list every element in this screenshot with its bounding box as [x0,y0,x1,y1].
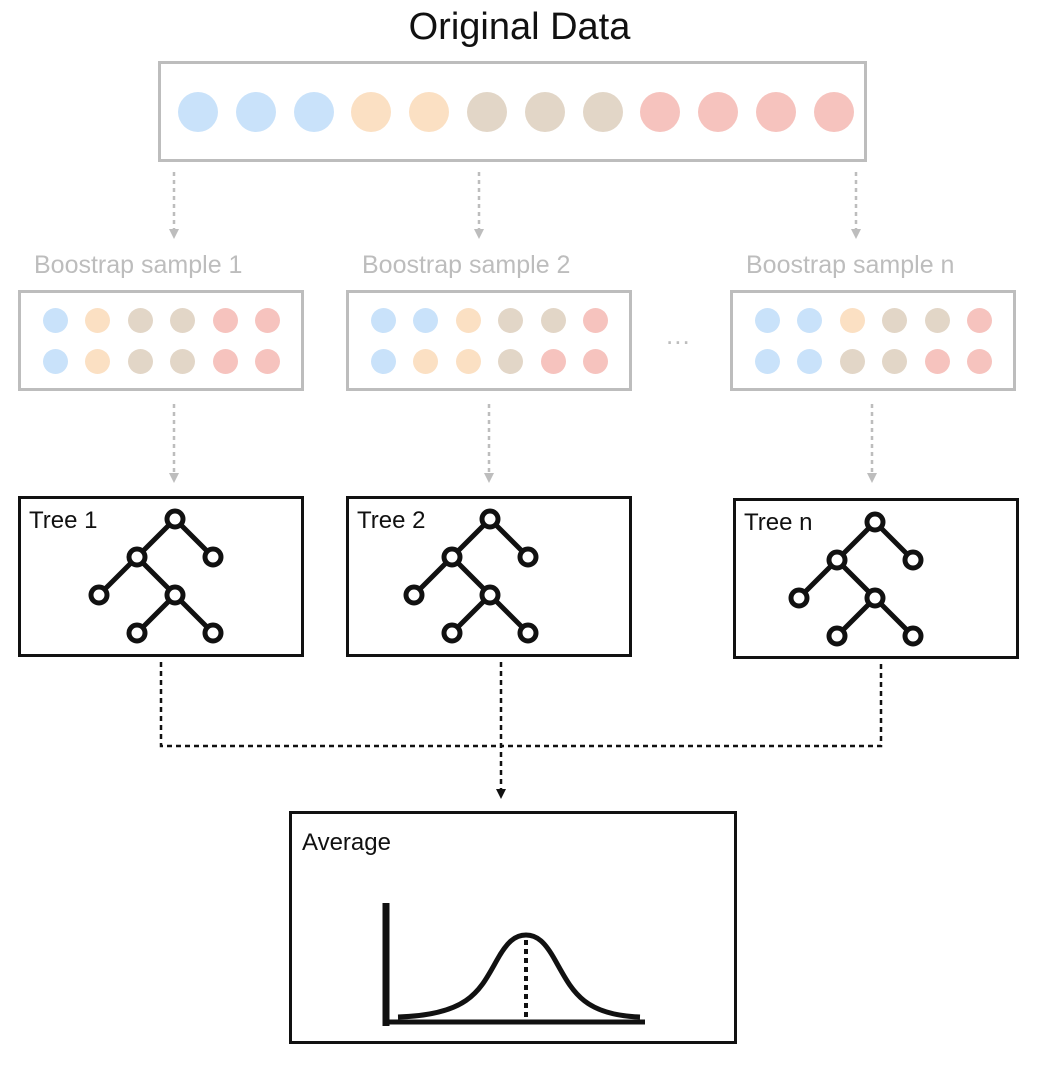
data-point-tan [924,308,950,333]
data-point-red [966,308,992,333]
data-point-red [254,308,280,333]
tree-1-icon [91,511,221,641]
data-point-blue [293,92,334,132]
data-point-tan [466,92,507,132]
data-point-blue [797,308,823,333]
tree-label-1: Tree 1 [29,507,98,534]
data-point-blue [797,349,823,374]
average-label: Average [302,829,391,856]
page-title: Original Data [408,6,631,48]
data-point-blue [755,349,780,374]
tree-2-icon [406,511,536,641]
data-point-tan [498,308,524,333]
data-point-blue [371,349,396,374]
original-data-box [158,61,867,162]
sample-label-1: Boostrap sample 1 [34,251,243,279]
data-point-orange [455,308,481,333]
sample-box-n [730,290,1016,391]
data-point-red [813,92,854,132]
data-point-tan [882,349,908,374]
sample-2-row-2 [371,349,625,374]
data-point-red [212,308,238,333]
sample-n-row-1 [755,308,1009,333]
data-point-blue [413,308,439,333]
data-point-red [755,92,796,132]
sample-1-row-1 [43,308,297,333]
data-point-tan [524,92,565,132]
data-point-tan [170,308,196,333]
sample-1-row-2 [43,349,297,374]
sample-box-1 [18,290,304,391]
data-point-red [698,92,739,132]
ellipsis: ... [666,320,691,350]
tree-box-1: Tree 1 [18,496,304,657]
data-point-blue [178,92,218,132]
data-point-red [640,92,681,132]
data-point-orange [409,92,450,132]
data-point-tan [839,349,865,374]
data-point-red [540,349,566,374]
data-point-orange [455,349,481,374]
data-point-orange [85,349,111,374]
sample-2-row-1 [371,308,625,333]
connector-tree-1 [159,662,501,748]
sample-box-2 [346,290,632,391]
data-point-blue [235,92,276,132]
data-point-blue [371,308,396,333]
data-point-red [254,349,280,374]
data-point-orange [839,308,865,333]
data-point-red [212,349,238,374]
data-point-tan [127,349,153,374]
data-point-tan [170,349,196,374]
data-point-blue [755,308,780,333]
data-point-red [582,308,608,333]
data-point-tan [498,349,524,374]
data-point-tan [127,308,153,333]
data-point-orange [413,349,439,374]
data-point-blue [43,308,68,333]
data-point-red [966,349,992,374]
data-point-red [924,349,950,374]
data-point-blue [43,349,68,374]
data-point-orange [351,92,392,132]
connector-tree-n [501,664,883,748]
distribution-curve-icon [382,903,645,1026]
average-box: Average [289,811,737,1044]
data-point-orange [85,308,111,333]
sample-label-2: Boostrap sample 2 [362,251,571,279]
data-point-tan [582,92,623,132]
tree-label-n: Tree n [744,509,813,536]
tree-n-icon [791,514,921,644]
data-point-tan [882,308,908,333]
sample-label-n: Boostrap sample n [746,251,955,279]
original-data-points [178,92,872,132]
sample-n-row-2 [755,349,1009,374]
data-point-tan [540,308,566,333]
data-point-red [582,349,608,374]
tree-label-2: Tree 2 [357,507,426,534]
